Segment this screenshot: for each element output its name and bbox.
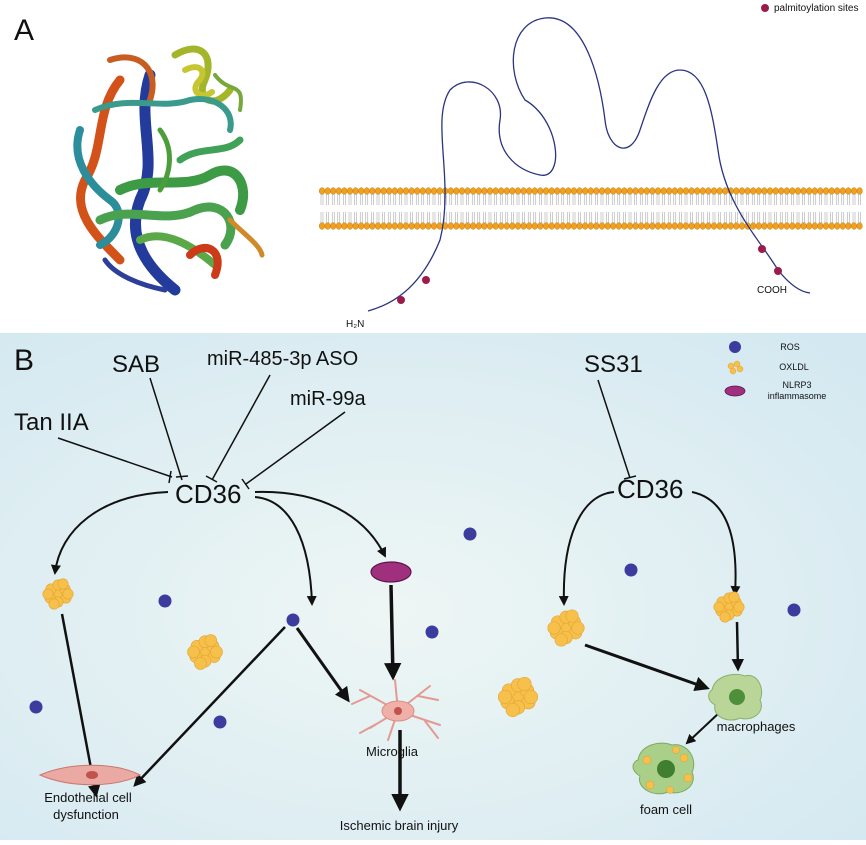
ros-particles	[29, 527, 801, 729]
ros-dot-icon	[213, 715, 227, 729]
inhibitor-mir99a: miR-99a	[290, 388, 366, 410]
oxldl-cluster-icon	[713, 591, 745, 623]
ros-dot-icon	[286, 613, 300, 627]
panel-a-label: A	[14, 14, 34, 47]
n-terminus-label: H₂N	[346, 319, 364, 330]
oxldl-cluster-icon	[547, 609, 585, 647]
panel-b-legend: ROS OXLDL NLRP3 inflammasome	[724, 341, 827, 401]
ros-dot-icon	[729, 341, 741, 353]
nlrp3-ellipse-icon	[724, 385, 746, 397]
endothelial-label-line2: dysfunction	[53, 807, 119, 822]
endothelial-label-line1: Endothelial cell	[44, 790, 132, 805]
legend-nlrp3-line1: NLRP3	[782, 380, 811, 390]
palmitoylation-site-2	[422, 276, 430, 284]
panel-b: B ROS OXLDL NLRP3 inflammasome SAB miR-4…	[0, 333, 866, 840]
ros-dot-icon	[787, 603, 801, 617]
palmitoylation-legend-icon	[761, 4, 769, 12]
inhibition-ss31	[597, 379, 631, 479]
oxldl-cluster-icon	[497, 676, 539, 718]
ischemic-brain-injury-label: Ischemic brain injury	[340, 818, 459, 833]
microglia-label: Microglia	[366, 744, 419, 759]
inhibitor-tan-iia: Tan IIA	[14, 409, 89, 436]
inhibition-mir99a	[245, 411, 346, 485]
cd36-effect-arrows	[50, 490, 741, 606]
cd36-right: CD36	[617, 474, 683, 504]
panel-b-label: B	[14, 344, 34, 377]
c-terminus-label: COOH	[757, 285, 787, 296]
oxldl-cluster-icon	[187, 634, 223, 670]
palmitoylation-site-1	[397, 296, 405, 304]
ros-dot-icon	[463, 527, 477, 541]
oxldl-cluster-icon	[727, 360, 744, 375]
ros-dot-icon	[29, 700, 43, 714]
endothelial-cell-icon	[38, 764, 142, 786]
oxldl-cluster-icon	[42, 578, 74, 610]
cd36-polypeptide-chain	[367, 17, 811, 312]
palmitoylation-site-4	[774, 267, 782, 275]
ros-dot-icon	[158, 594, 172, 608]
ros-dot-icon	[425, 625, 439, 639]
palmitoylation-legend-label: palmitoylation sites	[774, 3, 858, 14]
panel-a: A H₂N COOH	[14, 3, 863, 330]
panel-b-background	[0, 333, 866, 840]
legend-oxldl: OXLDL	[779, 362, 809, 372]
oxldl-particles	[42, 578, 745, 718]
microglia-icon	[351, 679, 441, 741]
foam-cell-icon	[632, 742, 695, 795]
inhibition-mir485	[211, 374, 271, 481]
lipid-bilayer	[319, 187, 863, 230]
ros-dot-icon	[624, 563, 638, 577]
pathway-arrows	[60, 584, 745, 812]
nlrp3-inflammasome-icon	[370, 561, 412, 583]
inhibition-sab	[149, 377, 183, 481]
macrophages-label: macrophages	[717, 719, 796, 734]
cd36-left: CD36	[175, 479, 241, 509]
legend-nlrp3-line2: inflammasome	[768, 391, 827, 401]
protein-structure-icon	[73, 45, 265, 296]
inhibitor-sab: SAB	[112, 351, 160, 378]
inhibitor-ss31: SS31	[584, 351, 643, 378]
inhibitor-mir485-aso: miR-485-3p ASO	[207, 348, 358, 370]
foam-cell-label: foam cell	[640, 802, 692, 817]
inhibition-tan-iia	[57, 437, 173, 478]
inhibition-lines	[57, 374, 637, 490]
palmitoylation-site-3	[758, 245, 766, 253]
legend-ros: ROS	[780, 342, 800, 352]
macrophage-icon	[708, 673, 763, 721]
